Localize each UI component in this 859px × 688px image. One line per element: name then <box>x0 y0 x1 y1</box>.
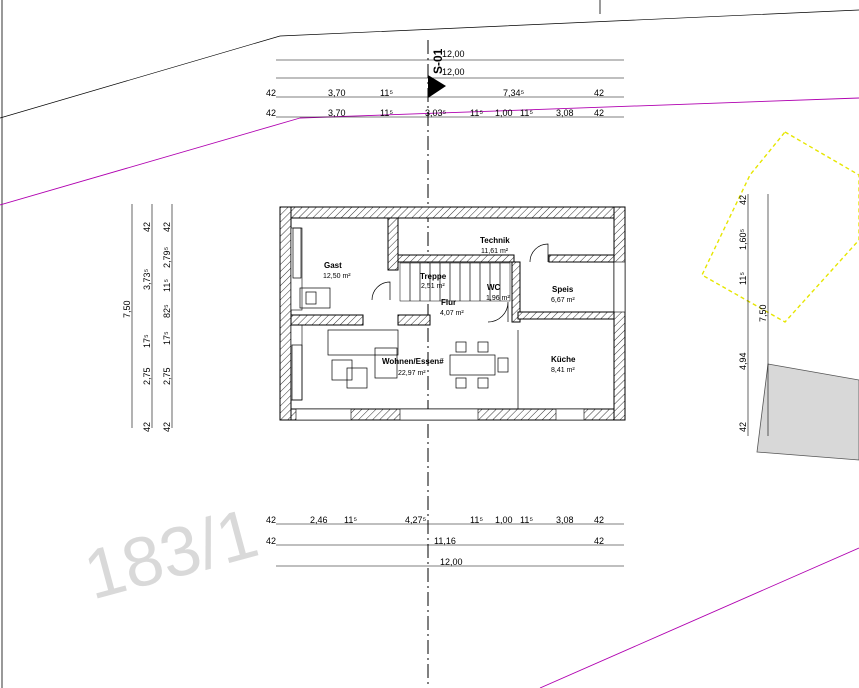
room-wc-name: WC <box>487 283 501 292</box>
room-treppe-name: Treppe <box>420 272 447 281</box>
room-kueche-area: 8,41 m² <box>551 367 575 374</box>
property-line-top <box>0 117 301 206</box>
dim-bot-r2-1: 11,16 <box>434 536 456 546</box>
door-speis <box>529 243 549 263</box>
road-boundary-line <box>0 9 859 119</box>
dim-left-c1-0: 42 <box>142 222 152 232</box>
door-flur <box>487 301 509 323</box>
dim-top-r2-0: 42 <box>266 108 276 118</box>
dim-bot-r1-7: 3,08 <box>556 515 574 525</box>
room-technik-name: Technik <box>480 236 510 245</box>
dim-bot-r1-8: 42 <box>594 515 604 525</box>
dim-top-r2-1: 3,70 <box>328 108 346 118</box>
dim-top-r1-3: 7,34⁵ <box>503 88 525 98</box>
dim-top-r2-8: 42 <box>594 108 604 118</box>
dim-right-c-4: 42 <box>738 422 748 432</box>
dim-left-c2-1: 2,79⁵ <box>162 246 172 268</box>
dim-left-c2-2: 11⁵ <box>162 279 172 292</box>
dim-top-total-a: 12,00 <box>442 49 465 59</box>
dim-left-c2-5: 2,75 <box>162 367 172 385</box>
section-arrow-icon <box>428 75 446 98</box>
room-gast-area: 12,50 m² <box>323 273 351 280</box>
dim-left-c2-3: 82⁵ <box>162 304 172 318</box>
room-treppe-area: 2,51 m² <box>421 283 445 290</box>
dim-bot-r1-6: 11⁵ <box>520 515 533 525</box>
neighbour-building <box>756 363 859 461</box>
yellow-outline <box>701 131 859 323</box>
dim-bot-r2-2: 42 <box>594 536 604 546</box>
dim-left-c1-3: 2,75 <box>142 367 152 385</box>
dim-right-c-0: 42 <box>738 195 748 205</box>
property-line-top-right <box>299 97 859 119</box>
furniture <box>291 227 509 401</box>
dim-bot-r1-5: 1,00 <box>495 515 513 525</box>
dim-left-c2-0: 42 <box>162 222 172 232</box>
dim-bot-r1-0: 42 <box>266 515 276 525</box>
room-speis-area: 6,67 m² <box>551 297 575 304</box>
dim-top-r2-5: 1,00 <box>495 108 513 118</box>
room-wc-area: 1,96 m² <box>486 295 510 302</box>
dim-right-c-2: 11⁵ <box>738 272 748 285</box>
dim-left-total: 7,50 <box>122 300 132 318</box>
room-speis-name: Speis <box>552 285 574 294</box>
room-wohnen-name: Wohnen/Essen# <box>382 357 444 366</box>
dim-bot-total: 12,00 <box>440 557 463 567</box>
bottom-dimensions: 42 2,46 11⁵ 4,27⁵ 11⁵ 1,00 11⁵ 3,08 42 4… <box>266 515 624 567</box>
dim-bot-r1-1: 2,46 <box>310 515 328 525</box>
dim-right-c-1: 1,60⁵ <box>738 228 748 250</box>
top-dimensions: 12,00 12,00 42 3,70 11⁵ 7,34⁵ 42 42 3,70… <box>266 49 624 118</box>
dim-top-r1-2: 11⁵ <box>380 88 393 98</box>
dim-top-r1-4: 42 <box>594 88 604 98</box>
dim-top-r2-2: 11⁵ <box>380 108 393 118</box>
dim-bot-r2-0: 42 <box>266 536 276 546</box>
dim-left-c1-1: 3,73⁵ <box>142 268 152 290</box>
right-dimensions: 42 1,60⁵ 11⁵ 4,94 42 7,50 <box>738 194 769 436</box>
left-dimensions: 7,50 42 3,73⁵ 17⁵ 2,75 42 42 2,79⁵ 11⁵ 8… <box>122 204 173 432</box>
room-flur-area: 4,07 m² <box>440 310 464 317</box>
dim-right-total: 7,50 <box>758 304 768 322</box>
room-kueche-name: Küche <box>551 355 576 364</box>
dim-left-c2-4: 17⁵ <box>162 331 172 345</box>
property-line-bottom <box>539 547 859 688</box>
dim-top-r1-1: 3,70 <box>328 88 346 98</box>
dim-top-r2-7: 3,08 <box>556 108 574 118</box>
stair <box>399 262 511 302</box>
door-gast <box>371 281 391 301</box>
dim-top-r2-4: 11⁵ <box>470 108 483 118</box>
dim-bot-r1-3: 4,27⁵ <box>405 515 427 525</box>
dim-top-r1-0: 42 <box>266 88 276 98</box>
building <box>279 206 626 421</box>
dim-bot-r1-2: 11⁵ <box>344 515 357 525</box>
dim-right-c-3: 4,94 <box>738 352 748 370</box>
dim-top-total-b: 12,00 <box>442 67 465 77</box>
dim-left-c1-2: 17⁵ <box>142 334 152 348</box>
room-technik-area: 11,61 m² <box>481 248 509 255</box>
room-gast-name: Gast <box>324 261 342 270</box>
room-wohnen-area: 22,97 m² <box>398 370 426 377</box>
dim-left-c2-6: 42 <box>162 422 172 432</box>
section-label: S-01 <box>431 48 445 74</box>
dim-bot-r1-4: 11⁵ <box>470 515 483 525</box>
parcel-number: 183/1 <box>76 493 265 614</box>
dim-left-c1-4: 42 <box>142 422 152 432</box>
room-flur-name: Flur <box>441 298 456 307</box>
dim-top-r2-3: 3,03⁵ <box>425 108 447 118</box>
dim-top-r2-6: 11⁵ <box>520 108 533 118</box>
